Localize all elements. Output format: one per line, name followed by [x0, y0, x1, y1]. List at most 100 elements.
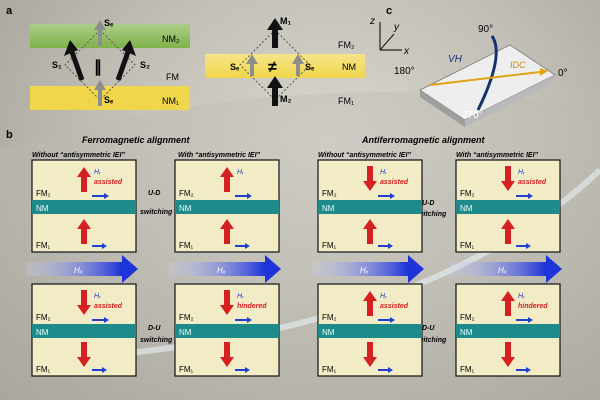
layer-nm-label: NM [36, 328, 49, 337]
moment-arrow-top [220, 167, 234, 192]
hm-arrow [378, 317, 395, 323]
parallel-symbol: ∥ [94, 59, 102, 76]
panel-b-label: b [6, 129, 13, 141]
angle-270: 270° [462, 110, 483, 121]
not-equal-symbol: ≠ [268, 59, 277, 76]
layer-nm-label: NM [460, 204, 473, 213]
stacks-layer: FM₂NMFM₁HᵣassistedFM₂NMFM₁HᵣFM₂NMFM₁Hᵣas… [31, 159, 561, 377]
label-nm2: NM₂ [162, 34, 180, 44]
moment-arrow-m1 [267, 18, 283, 48]
du-label-anti-2: switching [414, 337, 447, 344]
col4-header: With “antisymmetric IEI” [456, 152, 539, 159]
panel-a-left: NM₂ FM NM₁ Sₑ Sₑ S₁ S₂ ∥ [30, 18, 190, 110]
label-fm2: FM₂ [338, 40, 355, 50]
label-m1: M₁ [280, 16, 291, 26]
nm-layer [175, 200, 279, 214]
spin-arrow-top [94, 20, 106, 46]
hm-label: Hᵣ [380, 293, 387, 300]
axis-y-label: y [393, 22, 400, 33]
label-nm: NM [342, 62, 356, 72]
hm-arrow-bottom [92, 367, 107, 373]
layer-fm2-label: FM₂ [36, 189, 51, 198]
effect-label: hindered [237, 303, 267, 310]
moment-arrow-top [501, 166, 515, 191]
hm-arrow-bottom [516, 367, 531, 373]
hm-arrow [235, 317, 252, 323]
label-m2: M₂ [280, 94, 292, 104]
layer-fm1-label: FM₁ [460, 365, 475, 374]
label-se-left: Sₑ [230, 62, 240, 72]
voltage-label: VH [448, 54, 463, 65]
panel-c-label: c [386, 5, 392, 17]
layer-fm1-label: FM₁ [179, 365, 194, 374]
layer-nm-label: NM [460, 328, 473, 337]
layer-fm2-label: FM₂ [322, 189, 337, 198]
col3-header: Without “antisymmetric IEI” [318, 152, 411, 159]
layer-nm-label: NM [322, 204, 335, 213]
label-fm: FM [166, 72, 179, 82]
moment-arrow-top [220, 290, 234, 315]
label-nm1: NM₁ [162, 96, 179, 106]
label-s2: S₂ [140, 60, 150, 70]
layer-fm1-label: FM₁ [179, 241, 194, 250]
layer-fm2-label: FM₂ [322, 313, 337, 322]
voltage-arc [476, 35, 498, 111]
hm-arrow [235, 193, 252, 199]
panel-c: z y x 90° 180° 0° 270° VH IDC [369, 16, 568, 127]
col2-header: With “antisymmetric IEI” [178, 152, 261, 159]
moment-arrow-bottom [220, 219, 234, 244]
moment-arrow-top [77, 290, 91, 315]
hm-label: Hᵣ [94, 293, 101, 300]
hm-arrow [516, 317, 533, 323]
label-se-right: Sₑ [305, 62, 315, 72]
moment-arrow-bottom [363, 219, 377, 244]
hx-label: Hₓ [217, 266, 226, 275]
hx-label: Hₓ [360, 266, 369, 275]
hx-label: Hₓ [498, 266, 507, 275]
hm-arrow-bottom [378, 243, 393, 249]
effect-label: assisted [94, 179, 123, 186]
du-label-ferro: D-U [148, 325, 161, 332]
axis-x-label: x [403, 46, 410, 57]
spin-arrow-right [292, 54, 304, 76]
layer-fm2-label: FM₂ [460, 189, 475, 198]
layer-fm2-label: FM₂ [179, 189, 194, 198]
hx-label: Hₓ [74, 266, 83, 275]
hx-arrows-layer: Hₓ Hₓ Hₓ Hₓ [26, 255, 562, 283]
hm-arrow-bottom [235, 367, 250, 373]
hm-arrow-bottom [378, 367, 393, 373]
effect-label: assisted [94, 303, 123, 310]
hm-label: Hᵣ [237, 169, 244, 176]
label-se-top: Sₑ [104, 18, 114, 28]
diamond-outline [64, 29, 136, 101]
col1-header: Without “antisymmetric IEI” [32, 152, 125, 159]
hm-arrow [516, 193, 533, 199]
axis-triad: z y x [369, 16, 410, 57]
ud-label-anti-2: switching [414, 211, 447, 218]
nm-layer [318, 200, 422, 214]
current-arrow [429, 68, 548, 86]
moment-arrow-top [77, 167, 91, 192]
moment-arrow-bottom [501, 219, 515, 244]
du-label-ferro-2: switching [140, 337, 173, 344]
antiferro-title: Antiferromagnetic alignment [361, 135, 486, 145]
hm-arrow [92, 193, 109, 199]
hm-label: Hᵣ [518, 293, 525, 300]
nm-layer [318, 324, 422, 338]
moment-arrow-bottom [77, 342, 91, 367]
nm-layer [32, 200, 136, 214]
layer-fm2-label: FM₂ [36, 313, 51, 322]
nm-layer [456, 200, 560, 214]
spin-arrow-left [246, 54, 258, 76]
layer-fm1-label: FM₁ [36, 241, 51, 250]
hm-label: Hᵣ [237, 293, 244, 300]
spin-arrow-bottom [94, 80, 106, 106]
